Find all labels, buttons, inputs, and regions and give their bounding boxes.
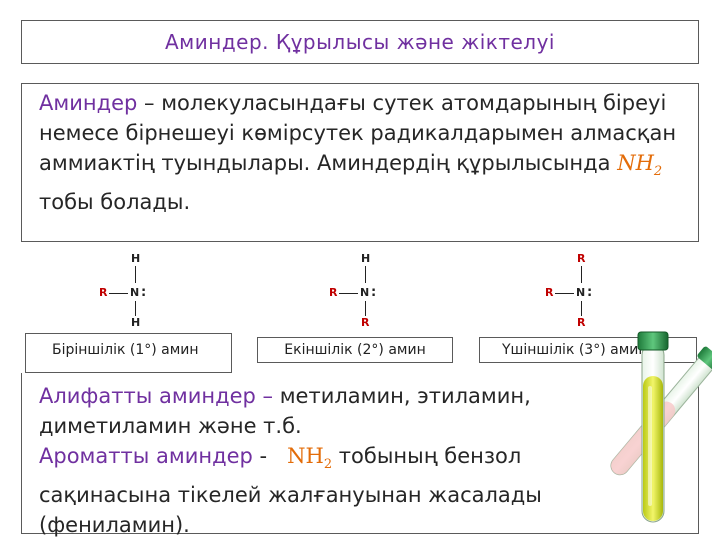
aromatic-term: Ароматты аминдер [39, 444, 253, 468]
aromatic-text: тобының бензол сақинасына тікелей жалған… [39, 444, 542, 538]
bond-line [135, 266, 136, 283]
bond-line [365, 266, 366, 283]
definition-box: Аминдер – молекуласындағы сутек атомдары… [21, 83, 699, 242]
struct-left-atom: R [99, 286, 108, 299]
lone-pair: : [371, 285, 377, 300]
bond-line [135, 301, 136, 316]
title-box: Аминдер. Құрылысы және жіктелуі [21, 20, 699, 64]
formula-main: NH [617, 151, 654, 175]
tertiary-amine-label-text: Үшіншілік (3°) амин [502, 342, 648, 358]
primary-amine-structure: H R N : H [95, 252, 155, 330]
aliphatic-dash: – [255, 384, 274, 408]
bond-line [365, 301, 366, 316]
struct-bottom-atom: H [131, 316, 141, 329]
bond-line [109, 293, 128, 294]
definition-text-end: тобы болады. [39, 190, 191, 215]
examples-box: Алифатты аминдер – метиламин, этиламин, … [21, 373, 699, 537]
struct-top-atom: R [577, 252, 586, 265]
lone-pair: : [587, 285, 593, 300]
examples-paragraph: Алифатты аминдер – метиламин, этиламин, … [39, 381, 619, 540]
tertiary-amine-structure: R R N : R [541, 252, 601, 330]
definition-term: Аминдер [39, 91, 138, 115]
struct-bottom-atom: R [361, 316, 370, 329]
bond-line [555, 293, 574, 294]
formula-subscript: 2 [653, 164, 663, 180]
bond-line [339, 293, 358, 294]
test-tube-icon [592, 326, 720, 526]
struct-bottom-atom: R [577, 316, 586, 329]
lone-pair: : [141, 285, 147, 300]
aromatic-formula: NH2 [287, 444, 332, 472]
bond-line [581, 266, 582, 283]
primary-amine-label-text: Біріншілік (1°) амин [52, 342, 199, 358]
definition-formula: NH2 [617, 151, 662, 179]
bond-line [581, 301, 582, 316]
aliphatic-term: Алифатты аминдер [39, 384, 256, 408]
struct-center-atom: N [576, 286, 586, 299]
definition-text: – молекуласындағы сутек атомдарының біре… [39, 91, 677, 175]
secondary-amine-label-text: Екіншілік (2°) амин [284, 342, 426, 358]
struct-center-atom: N [360, 286, 370, 299]
aromatic-dash: - [252, 444, 268, 468]
formula-subscript: 2 [323, 457, 333, 473]
struct-left-atom: R [545, 286, 554, 299]
aliphatic-text: метиламин, этиламин, диметиламин және т.… [39, 384, 531, 438]
formula-main: NH [287, 444, 324, 468]
struct-left-atom: R [329, 286, 338, 299]
struct-top-atom: H [131, 252, 141, 265]
secondary-amine-structure: H R N : R [325, 252, 385, 330]
struct-top-atom: H [361, 252, 371, 265]
definition-paragraph: Аминдер – молекуласындағы сутек атомдары… [39, 88, 689, 217]
secondary-amine-label: Екіншілік (2°) амин [257, 337, 453, 363]
page-title: Аминдер. Құрылысы және жіктелуі [165, 30, 555, 54]
primary-amine-label: Біріншілік (1°) амин [25, 333, 232, 373]
struct-center-atom: N [130, 286, 140, 299]
